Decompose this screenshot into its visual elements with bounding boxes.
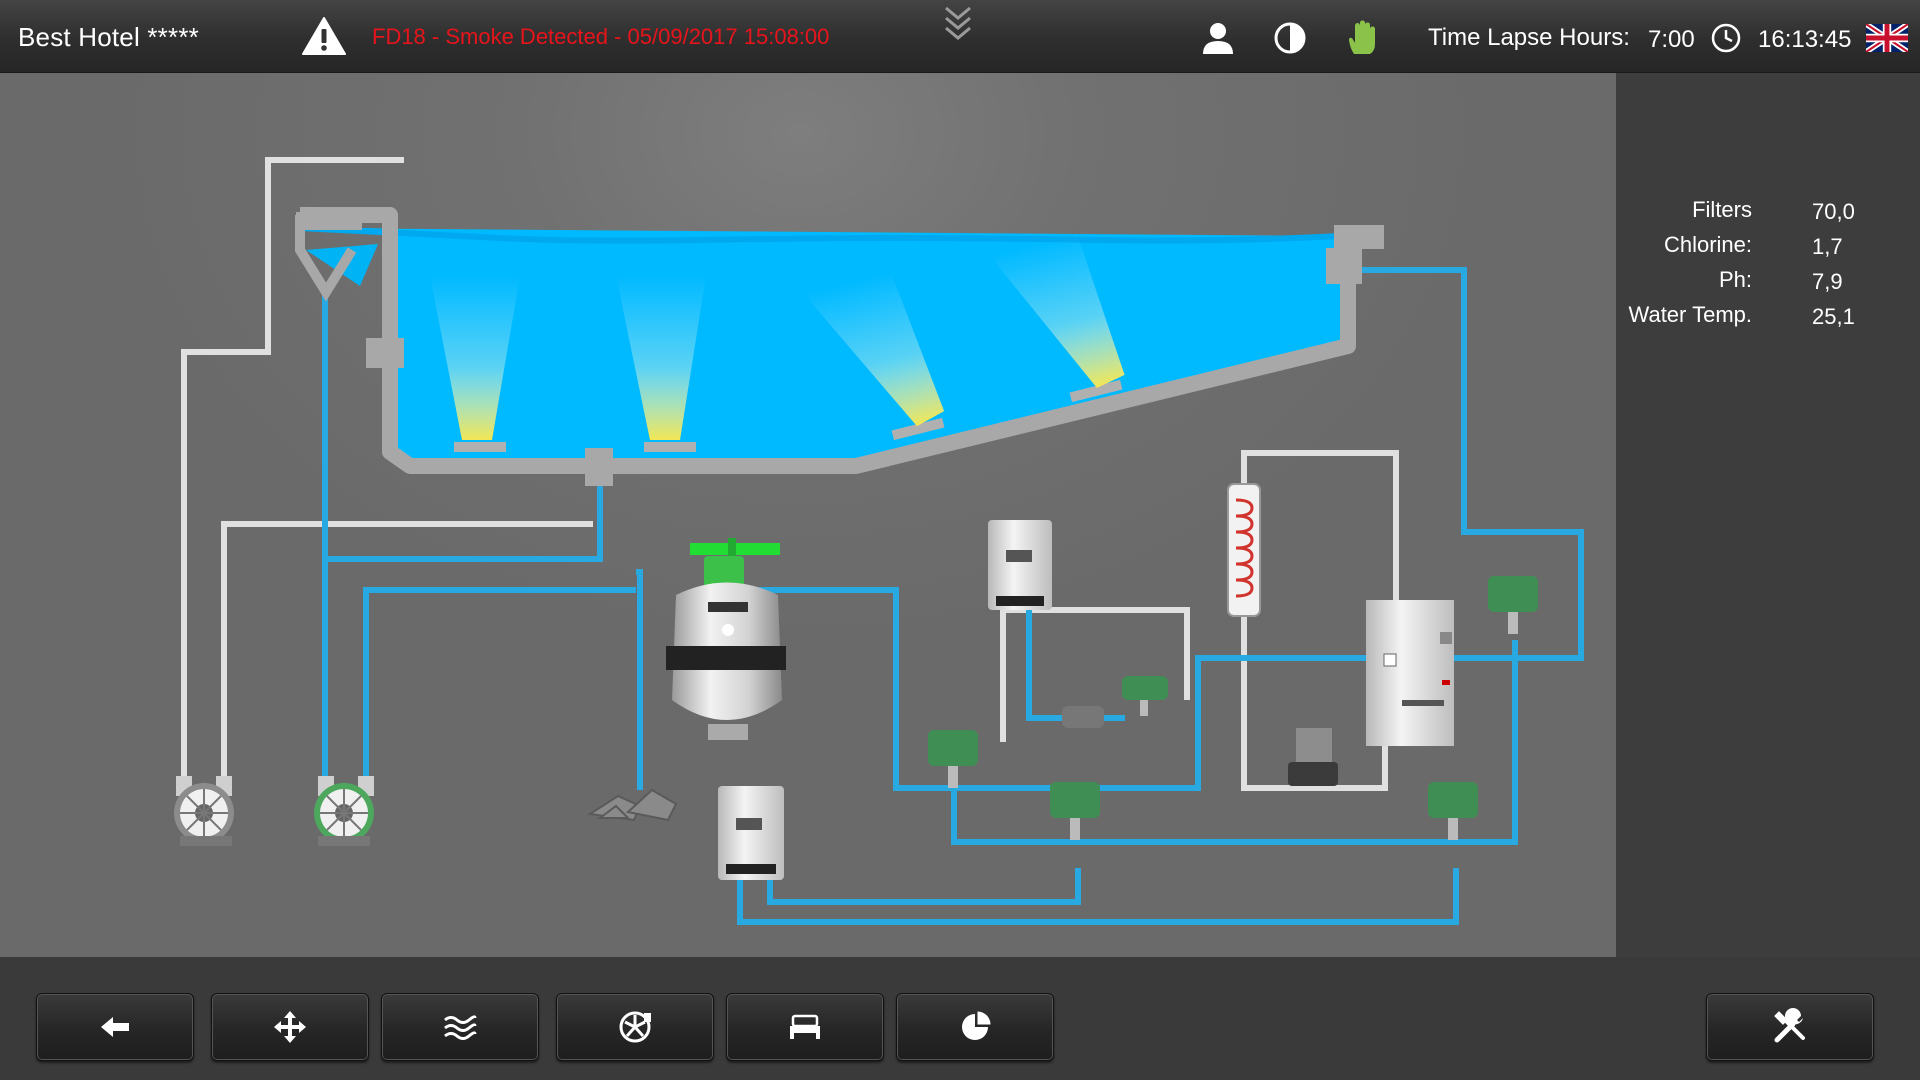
top-bar: Best Hotel ***** FD18 - Smoke Detected -…	[0, 0, 1920, 73]
back-button[interactable]	[36, 993, 194, 1061]
reading-value: 7,9	[1812, 269, 1843, 294]
heater-coil[interactable]	[1227, 483, 1261, 617]
water-pipes	[322, 267, 1584, 925]
pump-button[interactable]	[556, 993, 714, 1061]
reading-value: 1,7	[1812, 234, 1843, 259]
circulation-motor[interactable]	[1288, 728, 1338, 786]
rooms-button[interactable]	[726, 993, 884, 1061]
move-button[interactable]	[211, 993, 369, 1061]
reading-water-temp: Water Temp. 25,1	[1616, 302, 1920, 332]
reading-value: 25,1	[1812, 304, 1855, 329]
pool-schematic-area	[0, 73, 1616, 957]
turbine-icon	[619, 1011, 651, 1043]
valves[interactable]	[928, 576, 1538, 840]
reading-value: 70,0	[1812, 199, 1855, 224]
user-icon[interactable]	[1200, 20, 1236, 56]
reading-label: Ph:	[1718, 267, 1752, 292]
bottom-toolbar	[0, 957, 1920, 1080]
settings-button[interactable]	[1706, 993, 1874, 1061]
pool-lights	[430, 234, 1125, 440]
tools-icon	[1774, 1008, 1805, 1043]
dosing-unit-1[interactable]	[988, 520, 1052, 610]
contrast-icon[interactable]	[1272, 20, 1308, 56]
stones	[587, 788, 678, 822]
reading-filters: Filters 70,0	[1616, 197, 1920, 227]
pie-chart-icon	[962, 1011, 991, 1040]
back-arrow-icon	[101, 1017, 129, 1037]
control-cabinet[interactable]	[1366, 600, 1454, 746]
warning-icon[interactable]	[302, 16, 346, 56]
time-lapse-value: 7:00	[1648, 26, 1695, 53]
waves-icon	[444, 1015, 477, 1040]
clock-icon	[1711, 23, 1741, 53]
pool-schematic	[174, 157, 1584, 925]
filter-tank[interactable]	[666, 538, 786, 740]
pump-right[interactable]	[314, 776, 374, 846]
reading-chlorine: Chlorine: 1,7	[1616, 232, 1920, 262]
reading-ph: Ph: 7,9	[1616, 267, 1920, 297]
pump-left[interactable]	[174, 776, 234, 846]
reading-label: Water Temp.	[1628, 302, 1752, 327]
clock-time: 16:13:45	[1758, 26, 1852, 53]
chevron-double-down-icon[interactable]	[943, 4, 973, 44]
bed-icon	[790, 1014, 820, 1039]
hand-icon[interactable]	[1344, 20, 1380, 56]
move-icon	[274, 1011, 306, 1043]
waves-button[interactable]	[381, 993, 539, 1061]
dosing-unit-2[interactable]	[718, 786, 784, 880]
statistics-button[interactable]	[896, 993, 1054, 1061]
uk-flag-icon[interactable]	[1866, 24, 1908, 52]
time-lapse-label: Time Lapse Hours:	[1428, 24, 1630, 51]
readings-panel: Filters 70,0 Chlorine: 1,7 Ph: 7,9 Water…	[1616, 73, 1920, 957]
app-title: Best Hotel *****	[18, 22, 199, 52]
reading-label: Filters	[1692, 197, 1752, 222]
reading-label: Chlorine:	[1663, 232, 1752, 257]
alarm-message[interactable]: FD18 - Smoke Detected - 05/09/2017 15:08…	[372, 24, 830, 49]
